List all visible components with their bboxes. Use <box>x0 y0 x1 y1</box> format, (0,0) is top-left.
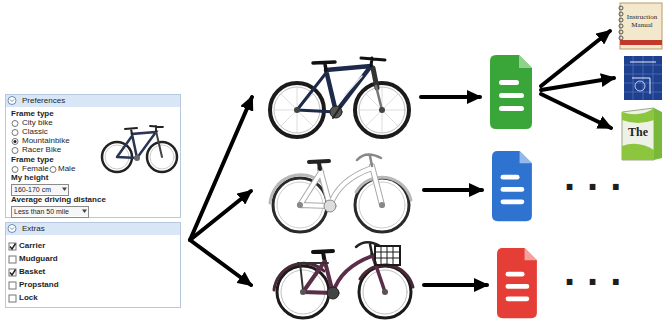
collapse-icon <box>8 225 16 233</box>
preferences-panel-art <box>5 94 181 216</box>
panel-title: Extras <box>22 225 45 234</box>
collapse-icon <box>10 100 14 102</box>
form-label: Basket <box>19 268 45 277</box>
panel-title: Preferences <box>22 97 65 106</box>
form-label: Frame type <box>11 156 54 165</box>
form-label: Propstand <box>19 281 59 290</box>
checkbox <box>9 243 16 302</box>
preferences-panel: PreferencesFrame typeCity bikeClassicMou… <box>5 94 181 218</box>
select-box: 160-170 cm <box>11 184 69 196</box>
extras-panel: ExtrasCarrierMudguardBasketPropstandLock <box>5 222 181 308</box>
arrow <box>541 78 614 90</box>
panel-header <box>5 94 181 107</box>
select-arrow <box>62 188 67 192</box>
form-label: Less than 50 mile <box>14 208 69 216</box>
book-title: The <box>628 126 648 140</box>
form-label: Frame type <box>11 110 54 119</box>
radio-dot <box>14 140 17 143</box>
ellipsis: ... <box>564 251 633 291</box>
arrow <box>190 191 251 240</box>
form-label: Average driving distance <box>11 196 106 205</box>
arrow <box>424 283 487 287</box>
arrow <box>541 31 610 86</box>
select-arrow <box>82 210 87 214</box>
form-label: Classic <box>22 128 48 137</box>
blueprint-icon <box>624 56 662 100</box>
form-label: Female <box>22 165 49 174</box>
thumbnail-bike <box>102 126 177 172</box>
form-label: Mountainbike <box>22 137 70 146</box>
manual-icon <box>619 3 662 49</box>
select-box: Less than 50 mile <box>11 206 89 218</box>
city-bike <box>270 154 411 232</box>
arrow <box>424 188 482 192</box>
form-label: Mudguard <box>19 255 58 264</box>
check-mark <box>10 244 16 276</box>
mountain-bike <box>270 58 409 137</box>
extras-panel-art <box>5 222 181 302</box>
arrow <box>190 97 252 240</box>
form-label: My height <box>11 174 48 183</box>
form-label: Lock <box>19 294 38 303</box>
select-fill <box>11 206 89 216</box>
select-fill <box>11 184 69 194</box>
form-label: Racer Bike <box>22 146 61 155</box>
dutch-bike <box>274 242 413 318</box>
arrow <box>421 95 480 99</box>
arrow <box>190 240 251 285</box>
document-icon <box>490 55 532 129</box>
arrow <box>541 94 611 128</box>
collapse-icon <box>10 228 14 230</box>
book-icon <box>622 108 662 160</box>
manual-title: Instruction Manual <box>621 13 663 29</box>
fork-arrows <box>190 97 252 285</box>
panel-header <box>5 222 181 235</box>
document-icon <box>497 248 537 318</box>
collapse-icon <box>8 97 16 105</box>
form-label: Carrier <box>19 242 45 251</box>
form-label: City bike <box>22 119 53 128</box>
form-label: Male <box>58 165 75 174</box>
document-icon <box>492 151 532 221</box>
form-label: 160-170 cm <box>14 186 51 194</box>
ellipsis: ... <box>564 156 633 196</box>
